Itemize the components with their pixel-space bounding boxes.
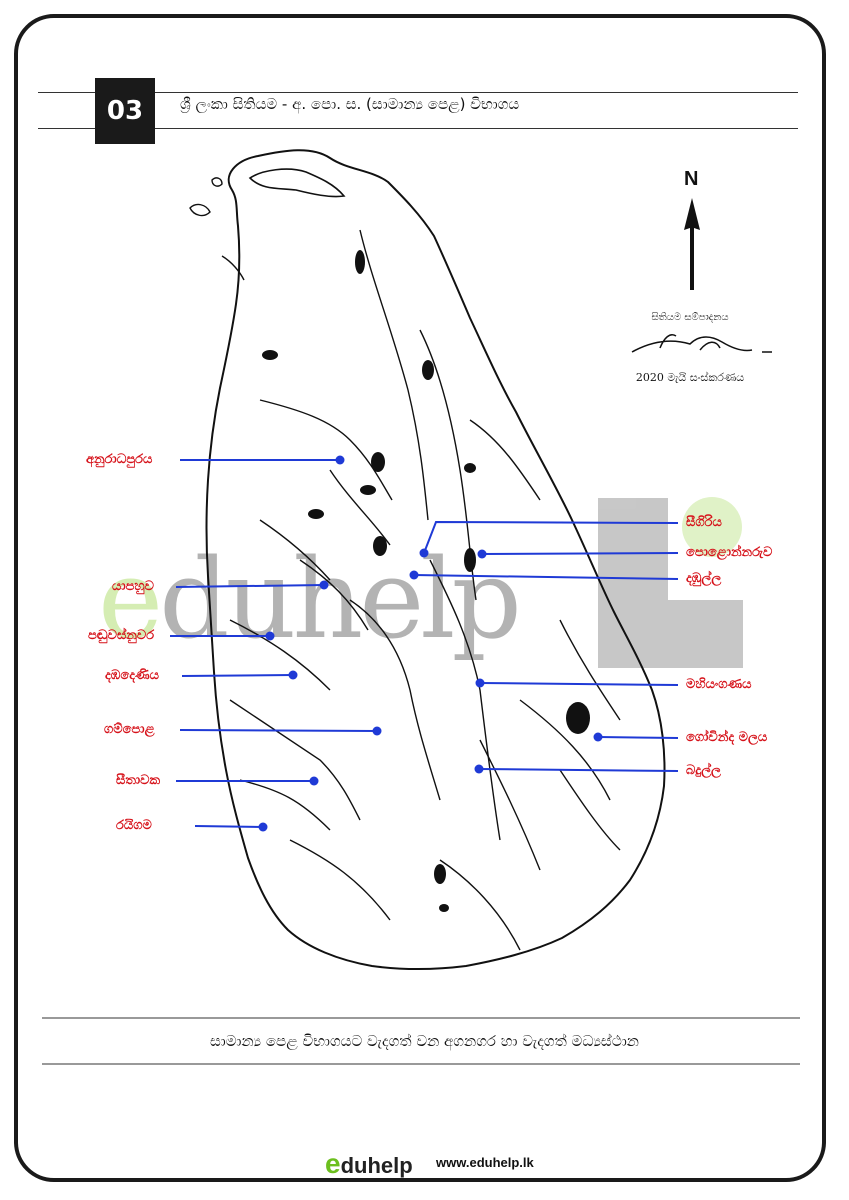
edition-label: 2020 මැයි සංස්කරණය [635, 371, 745, 384]
location-marker [319, 580, 329, 590]
website-url: www.eduhelp.lk [436, 1155, 534, 1170]
watermark-shape [598, 497, 743, 668]
place-label: ගෝවින්ද මලය [686, 730, 768, 745]
place-label: පඬුවස්නුවර [88, 628, 155, 643]
watermark: eduhelp [98, 535, 522, 663]
reservoirs [262, 250, 590, 912]
location-marker [265, 631, 275, 641]
rivers [229, 229, 621, 951]
pointer-line [479, 682, 679, 686]
place-label: අනුරාධපුරය [86, 452, 153, 467]
jaffna-peninsula [248, 168, 346, 198]
location-marker [409, 570, 419, 580]
place-label: පොළොන්නරුව [686, 545, 773, 560]
location-marker [419, 548, 429, 558]
location-marker [474, 764, 484, 774]
place-label: සීතාවක [116, 773, 161, 788]
header-rule-bottom [38, 128, 798, 129]
location-marker [593, 732, 603, 742]
location-marker [309, 776, 319, 786]
location-marker [335, 455, 345, 465]
pointer-line [413, 574, 679, 580]
pointer-line [181, 674, 294, 677]
editor-signature [631, 334, 772, 353]
location-marker [288, 670, 298, 680]
island-islet-2 [211, 177, 223, 187]
place-label: මහියංගණය [686, 677, 752, 692]
map-number: 03 [95, 78, 155, 144]
page-frame [14, 14, 826, 1182]
island-outline [205, 149, 666, 970]
pointer-layer [170, 455, 679, 832]
pointer-line [175, 584, 325, 588]
footer-title: සාමාන්‍ය පෙළ විභාගයට වැදගත් වන අගනගර හා … [210, 1032, 639, 1050]
location-marker [477, 549, 487, 559]
north-arrow-icon [684, 198, 700, 290]
location-marker [475, 678, 485, 688]
header-rule-top [38, 92, 798, 93]
editor-credit: සිතියම සම්පාදනය [651, 312, 729, 323]
place-label: දඹදෙණිය [105, 668, 159, 683]
location-marker [372, 726, 382, 736]
mannar [221, 255, 245, 281]
place-label: රයිගම [116, 818, 152, 833]
place-label: යාපහුව [112, 579, 155, 594]
pointer-line [423, 520, 679, 554]
place-label: බදුල්ල [686, 763, 721, 778]
pointer-line [194, 825, 264, 828]
place-label: දඹුල්ල [686, 571, 722, 586]
location-marker [258, 822, 268, 832]
pointer-line [478, 768, 679, 772]
place-label: සීගිරිය [686, 515, 722, 530]
pointer-line [597, 736, 679, 739]
page-title: ශ්‍රී ලංකා සිතියම - අ. පො. ස. (සාමාන්‍ය … [180, 95, 520, 113]
pointer-line [179, 729, 378, 732]
compass-north-label: N [684, 168, 699, 190]
island-islet-1 [189, 203, 211, 217]
place-label: ගම්පොළ [104, 722, 155, 737]
eduhelp-logo: eduhelp [325, 1148, 413, 1179]
pointer-line [481, 552, 679, 555]
